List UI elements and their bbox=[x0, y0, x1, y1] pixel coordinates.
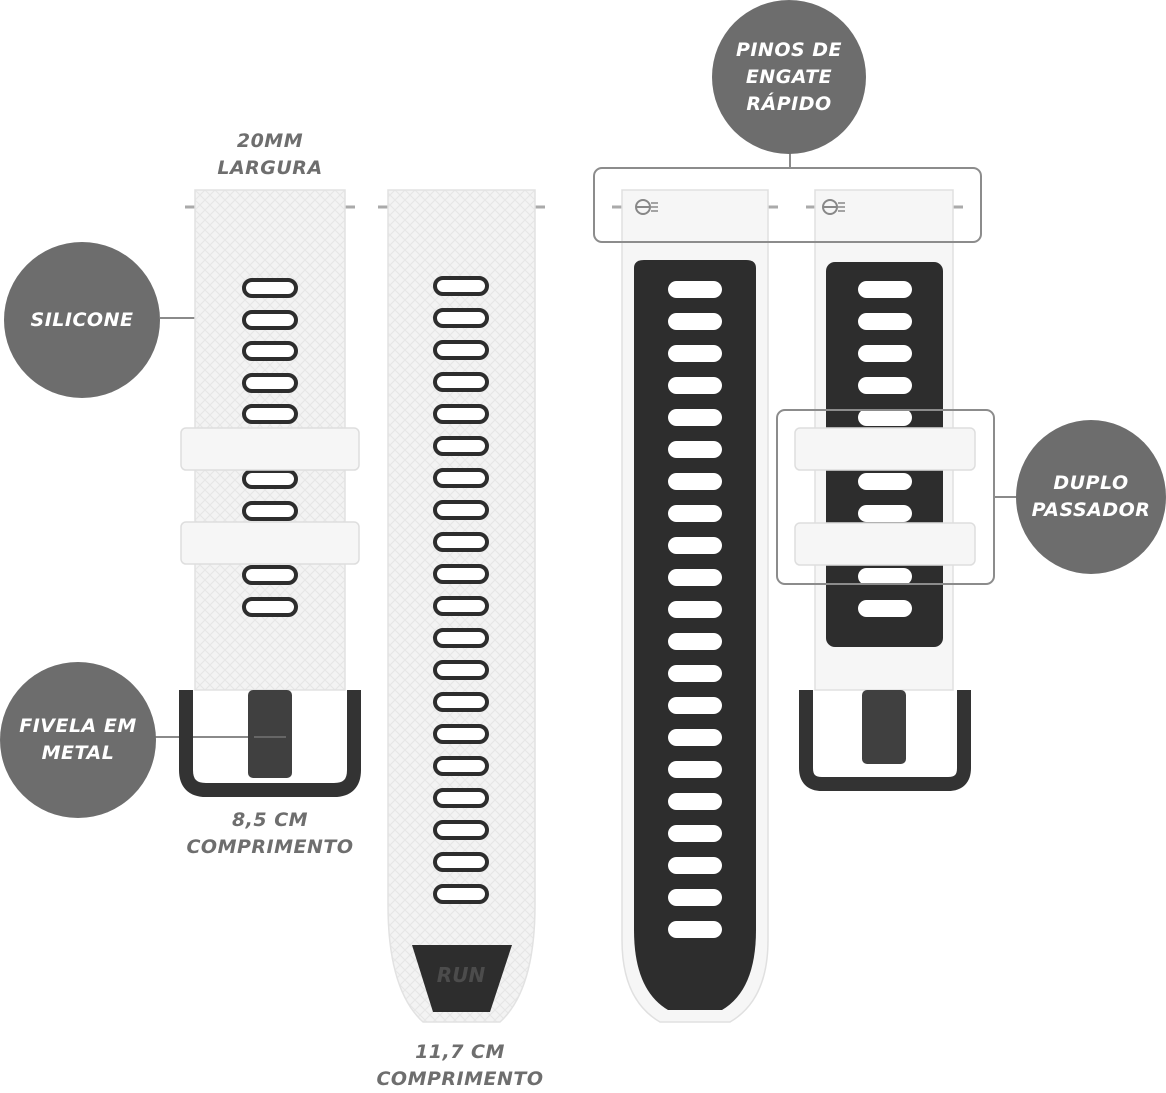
short-strap-holes bbox=[242, 278, 298, 617]
strap-logo: RUN bbox=[437, 963, 486, 987]
loops-highlight-box bbox=[776, 409, 995, 585]
long-strap-tip-insert bbox=[412, 945, 512, 1012]
width-label: 20MM LARGURA bbox=[217, 130, 323, 179]
long-strap-white: RUN bbox=[378, 189, 545, 1023]
short-strap-loops bbox=[180, 427, 360, 565]
long-strap-black bbox=[612, 189, 778, 1023]
long-length-label: 11,7 CM COMPRIMENTO bbox=[376, 1041, 544, 1090]
short-strap-black bbox=[794, 189, 976, 791]
short-strap-buckle bbox=[179, 690, 361, 797]
silicone-callout: SILICONE bbox=[4, 242, 160, 398]
short-strap-white bbox=[179, 189, 361, 797]
loops-callout: DUPLO PASSADOR bbox=[1016, 420, 1166, 574]
long-strap-holes bbox=[433, 276, 489, 904]
black-strap-loops bbox=[794, 427, 976, 566]
short-length-label: 8,5 CM COMPRIMENTO bbox=[186, 809, 354, 858]
pins-callout: PINOS DE ENGATE RÁPIDO bbox=[712, 0, 866, 154]
pins-highlight-box bbox=[593, 167, 982, 243]
black-strap-short-holes bbox=[858, 281, 912, 617]
black-strap-buckle bbox=[799, 690, 971, 791]
buckle-callout: FIVELA EM METAL bbox=[0, 662, 156, 818]
black-strap-long-holes bbox=[668, 281, 722, 938]
